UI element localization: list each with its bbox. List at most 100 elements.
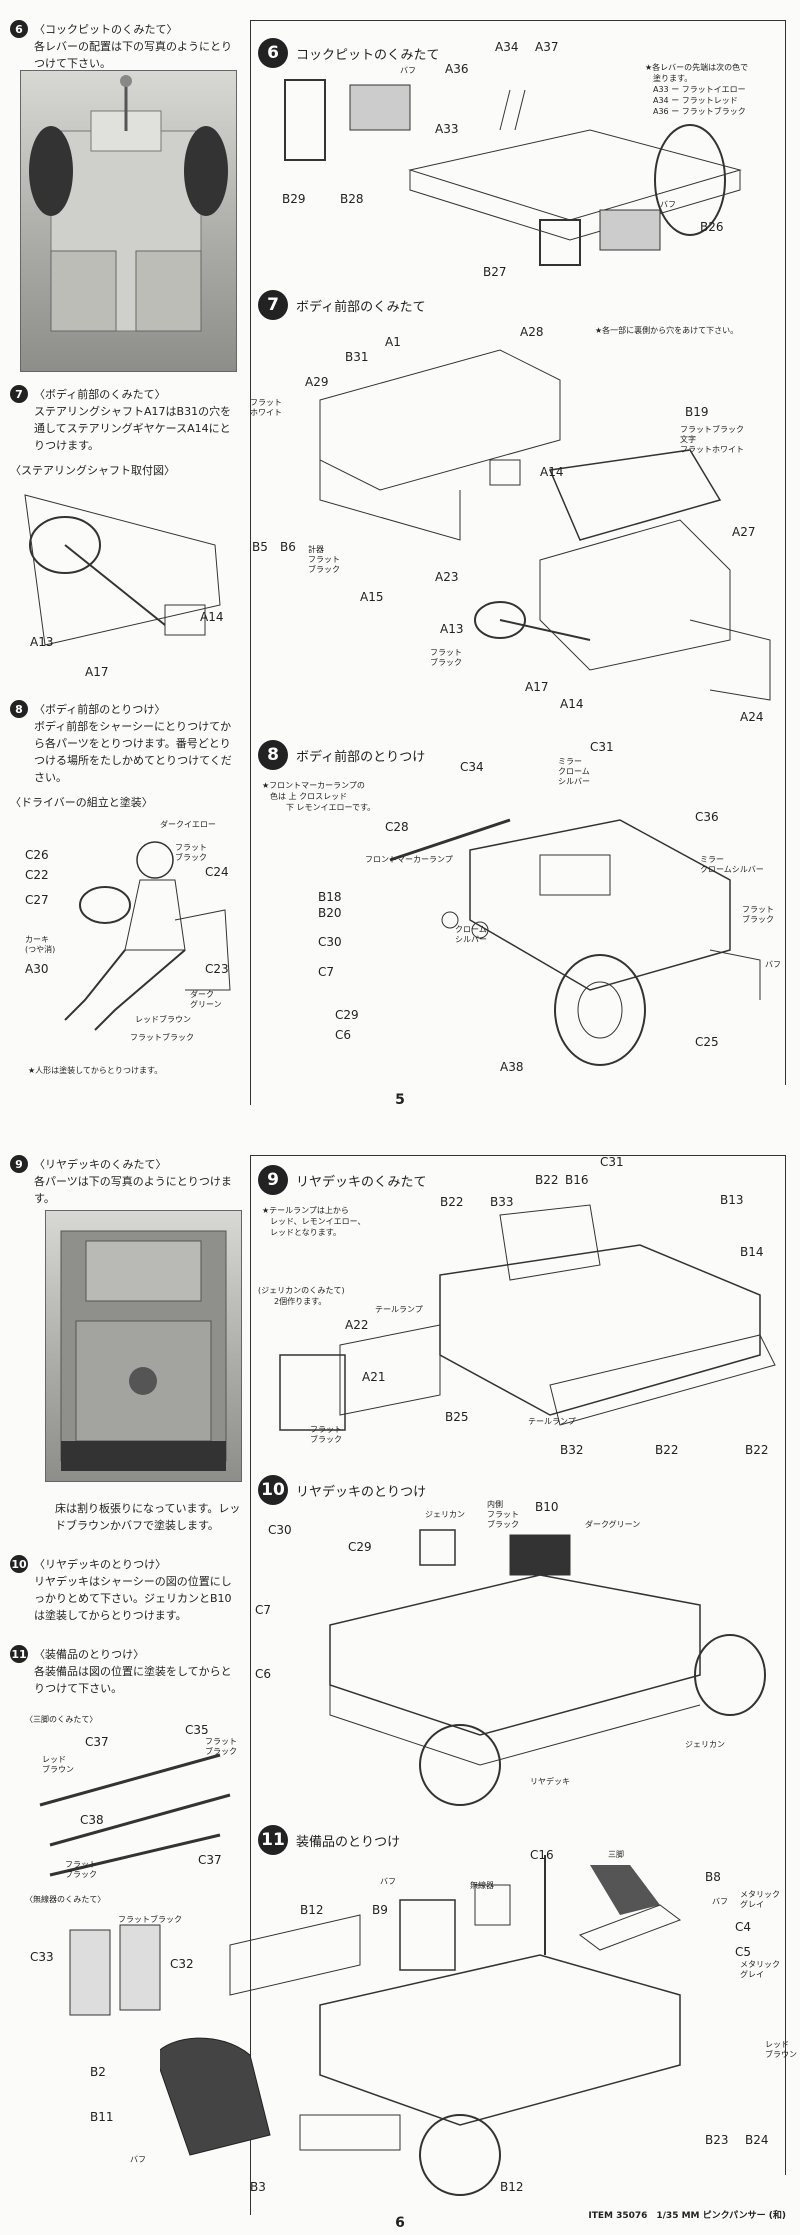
part-label: C7 bbox=[255, 1603, 272, 1617]
radio-drawing bbox=[69, 1924, 161, 2016]
section-title: 〈ボディ前部のとりつけ〉 bbox=[34, 702, 166, 716]
part-label: B6 bbox=[280, 540, 296, 554]
left-section-6: 6〈コックピットのくみたて〉 各レバーの配置は下の写真のようにとりつけて下さい。 bbox=[10, 20, 240, 72]
left-section-10: 10〈リヤデッキのとりつけ〉 リヤデッキはシャーシーの図の位置にしっかりとめて下… bbox=[10, 1555, 240, 1624]
color-label: フラット ブラック bbox=[65, 1860, 97, 1879]
step-title-text: ボディ前部のくみたて bbox=[296, 299, 426, 315]
part-label: C7 bbox=[318, 965, 335, 979]
section-number: 9 bbox=[10, 1155, 28, 1173]
part-label: B13 bbox=[720, 1193, 744, 1207]
step-7-note: ★各一部に裏側から穴をあけて下さい。 bbox=[595, 326, 739, 335]
part-label: B2 bbox=[90, 2065, 106, 2079]
step-title-text: リヤデッキのとりつけ bbox=[296, 1484, 427, 1500]
part-label: B3 bbox=[250, 2180, 266, 2194]
page-6: 9〈リヤデッキのくみたて〉 各パーツは下の写真のようにとりつけます。 床は割り板… bbox=[0, 1125, 800, 2235]
color-label: ジェリカン bbox=[425, 1510, 465, 1519]
part-label: B22 bbox=[745, 1443, 769, 1457]
color-label: 計器 フラット ブラック bbox=[308, 545, 340, 574]
color-label: バフ bbox=[765, 960, 781, 969]
frame-right bbox=[785, 20, 786, 1085]
section-title: 〈コックピットのくみたて〉 bbox=[34, 22, 178, 36]
color-label: ダーク グリーン bbox=[190, 990, 222, 1009]
part-label: B22 bbox=[655, 1443, 679, 1457]
part-label: C38 bbox=[80, 1813, 104, 1827]
step-6-note: ★各レバーの先端は次の色で 塗ります。 A33 ー フラットイエロー A34 ー… bbox=[645, 63, 749, 116]
frame-top bbox=[250, 20, 785, 21]
part-label: B12 bbox=[300, 1903, 324, 1917]
color-label: レッドブラウン bbox=[135, 1015, 191, 1024]
color-label: フラット ブラック bbox=[310, 1425, 342, 1444]
left-section-8: 8〈ボディ前部のとりつけ〉 ボディ前部をシャーシーにとりつけてから各パーツをとり… bbox=[10, 700, 240, 811]
part-label: A38 bbox=[500, 1060, 524, 1074]
part-label: A34 bbox=[495, 40, 519, 54]
color-label: バフ bbox=[380, 1877, 396, 1886]
part-label: B22 bbox=[535, 1173, 559, 1187]
section-number: 11 bbox=[10, 1645, 28, 1663]
left-section-7: 7〈ボディ前部のくみたて〉 ステアリングシャフトA17はB31の穴を通してステア… bbox=[10, 385, 240, 479]
part-label: C34 bbox=[460, 760, 484, 774]
page-number: 6 bbox=[395, 2215, 405, 2231]
part-label: A27 bbox=[732, 525, 756, 539]
part-label: B19 bbox=[685, 405, 709, 419]
part-label: C24 bbox=[205, 865, 229, 879]
color-label: リヤデッキ bbox=[530, 1777, 570, 1786]
part-label: C31 bbox=[590, 740, 614, 754]
column-divider bbox=[250, 1155, 251, 2215]
step-9-drawing bbox=[279, 1204, 776, 1431]
part-label: A36 bbox=[445, 62, 469, 76]
color-label: 無線器 bbox=[470, 1881, 494, 1890]
color-label: バフ bbox=[660, 200, 676, 209]
part-label: C33 bbox=[30, 1950, 54, 1964]
subsection-title: 〈ドライバーの組立と塗装〉 bbox=[10, 796, 153, 809]
step-8-note: ★フロントマーカーランプの 色は 上 クロスレッド 下 レモンイエローです。 bbox=[262, 781, 376, 812]
part-label: C5 bbox=[735, 1945, 752, 1959]
part-label: B14 bbox=[740, 1245, 764, 1259]
part-label: A13 bbox=[30, 635, 54, 649]
part-label: B24 bbox=[745, 2133, 769, 2147]
color-label: フラット ブラック bbox=[205, 1737, 237, 1756]
color-label: フラット ブラック bbox=[742, 905, 774, 924]
part-label: A21 bbox=[362, 1370, 386, 1384]
part-label: C6 bbox=[335, 1028, 352, 1042]
step-8-drawing bbox=[389, 818, 761, 1066]
section-number: 10 bbox=[10, 1555, 28, 1573]
color-label: バフ bbox=[130, 2155, 146, 2164]
color-label: 三脚 bbox=[608, 1850, 624, 1859]
part-label: C16 bbox=[530, 1848, 554, 1862]
section-title: 〈リヤデッキのくみたて〉 bbox=[34, 1157, 167, 1171]
color-label: フラット ブラック bbox=[430, 648, 462, 667]
step-number: 6 bbox=[258, 38, 288, 68]
part-label: C29 bbox=[348, 1540, 372, 1554]
subsection-title: 〈三脚のくみたて〉 bbox=[25, 1715, 98, 1724]
part-label: B22 bbox=[440, 1195, 464, 1209]
section-number: 8 bbox=[10, 700, 28, 718]
part-label: A17 bbox=[85, 665, 109, 679]
part-label: B31 bbox=[345, 350, 369, 364]
part-label: B29 bbox=[282, 192, 306, 206]
step-number: 9 bbox=[258, 1165, 288, 1195]
color-label: バフ bbox=[400, 66, 416, 75]
steering-shaft-drawing bbox=[24, 494, 221, 646]
tripod-drawing bbox=[39, 1753, 231, 1877]
part-label: B23 bbox=[705, 2133, 729, 2147]
part-label: B28 bbox=[340, 192, 364, 206]
part-label: A28 bbox=[520, 325, 544, 339]
part-label: B18 bbox=[318, 890, 342, 904]
part-label: C6 bbox=[255, 1667, 272, 1681]
step-title-text: ボディ前部のとりつけ bbox=[296, 749, 426, 765]
color-label: ダークイエロー bbox=[160, 820, 216, 829]
color-label: フラットブラック bbox=[130, 1033, 194, 1042]
subsection-title: 〈ステアリングシャフト取付図〉 bbox=[10, 464, 175, 477]
part-label: B16 bbox=[565, 1173, 589, 1187]
part-label: C30 bbox=[268, 1523, 292, 1537]
part-label: C31 bbox=[600, 1155, 624, 1169]
step-10-drawing bbox=[329, 1529, 766, 1806]
part-label: C22 bbox=[25, 868, 49, 882]
frame-right bbox=[785, 1155, 786, 2175]
color-label: バフ bbox=[712, 1897, 728, 1906]
